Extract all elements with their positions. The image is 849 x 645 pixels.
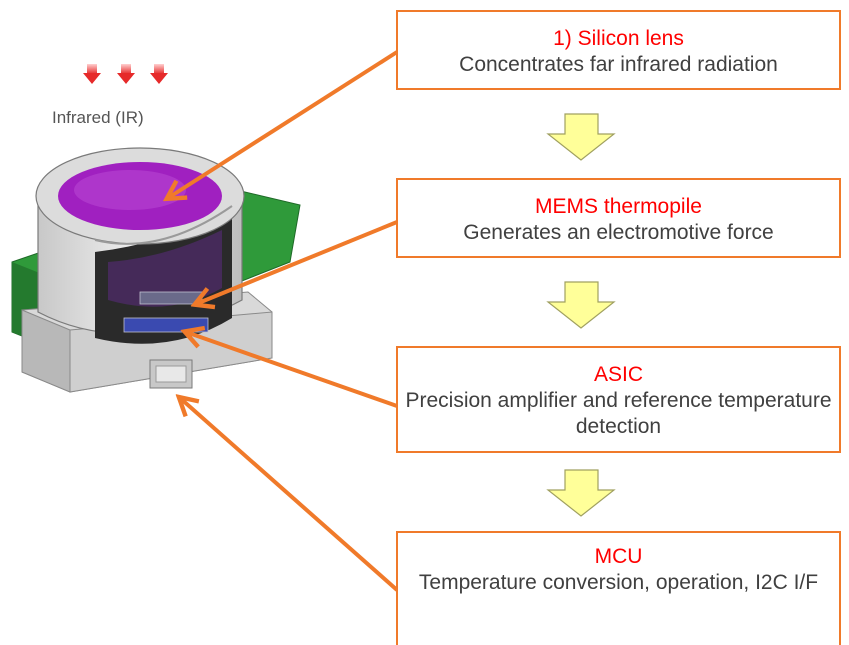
ir-down-arrow-icon — [83, 64, 101, 84]
stage-box-mems-thermopile: MEMS thermopile Generates an electromoti… — [396, 178, 841, 258]
stage-description: Concentrates far infrared radiation — [459, 53, 778, 76]
ir-down-arrow-icon — [117, 64, 135, 84]
pointer-arrows — [168, 50, 399, 592]
stage-box-silicon-lens: 1) Silicon lens Concentrates far infrare… — [396, 10, 841, 90]
flow-arrows — [546, 113, 616, 517]
stage-box-asic: ASIC Precision amplifier and reference t… — [396, 346, 841, 453]
stage-description: Temperature conversion, operation, I2C I… — [418, 571, 819, 594]
pointer-arrow-mcu — [180, 398, 399, 592]
flow-down-arrow-icon — [546, 113, 616, 161]
pointer-arrow-asic — [186, 332, 398, 408]
stage-title: MCU — [594, 545, 643, 568]
stage-title: MEMS thermopile — [535, 195, 702, 218]
stage-title: ASIC — [593, 363, 643, 386]
flow-down-arrow-icon — [546, 281, 616, 329]
flow-down-arrow-icon — [546, 469, 616, 517]
pointer-arrow-thermopile — [196, 220, 398, 304]
sensor-illustration — [11, 147, 301, 393]
stage-description: Precision amplifier and reference temper… — [405, 389, 832, 438]
pointer-arrow-lens — [168, 50, 399, 198]
ir-arrows — [83, 64, 168, 84]
stage-box-mcu: MCU Temperature conversion, operation, I… — [396, 531, 841, 645]
ir-label: Infrared (IR) — [52, 108, 144, 127]
stage-title: 1) Silicon lens — [553, 27, 684, 50]
stage-description: Generates an electromotive force — [463, 221, 774, 244]
ir-down-arrow-icon — [150, 64, 168, 84]
